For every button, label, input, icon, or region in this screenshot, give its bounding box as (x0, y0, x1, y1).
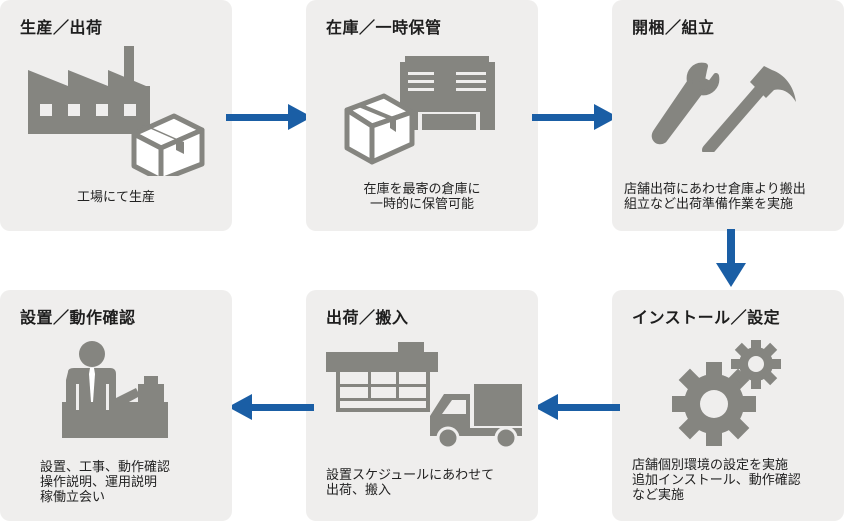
step-title: 開梱／組立 (632, 18, 715, 37)
arrow-right-icon (226, 104, 312, 130)
step-title: 在庫／一時保管 (326, 18, 442, 37)
step-description: 店舗出荷にあわせ倉庫より搬出 組立など出荷準備作業を実施 (624, 182, 806, 212)
arrow-down-icon (716, 229, 746, 287)
arrow-right-icon (532, 104, 618, 130)
desc-line: 設置スケジュールにあわせて (326, 468, 495, 483)
step-description: 設置スケジュールにあわせて 出荷、搬入 (326, 468, 494, 498)
step-title: 生産／出荷 (20, 18, 103, 37)
desc-line: 店舗個別環境の設定を実施 (632, 458, 789, 473)
desc-line: 設置、工事、動作確認 (40, 460, 171, 475)
step-storage: 在庫／一時保管 在庫を最寄の倉庫に 一時的に保管可能 (306, 0, 538, 231)
desc-line: 稼働立会い (40, 490, 106, 505)
step-title: インストール／設定 (632, 308, 781, 327)
desc-line: 操作説明、運用説明 (40, 475, 158, 490)
arrow-left-icon (534, 394, 620, 420)
warehouse-icon (344, 56, 495, 166)
arrow-left-icon (228, 394, 314, 420)
desc-line: 組立など出荷準備作業を実施 (624, 197, 794, 212)
step-title: 出荷／搬入 (326, 308, 409, 327)
step-unpack-assembly: 開梱／組立 店舗出荷にあわせ倉庫より搬出 組立など出荷準備作業を実施 (612, 0, 844, 231)
step-install-verify: 設置／動作確認 設置、工事、動作確認 操作説明、運用説明 稼働立会い (0, 290, 232, 521)
desc-line: 店舗出荷にあわせ倉庫より搬出 (624, 182, 806, 197)
step-install-setup: インストール／設定 店舗個別環境の設定を実施 追加インストール、動作確認 など実… (612, 290, 844, 521)
desc-line: 出荷、搬入 (326, 483, 392, 498)
tools-icon (651, 62, 796, 152)
step-description: 設置、工事、動作確認 操作説明、運用説明 稼働立会い (40, 460, 170, 505)
desc-line: 追加インストール、動作確認 (632, 473, 801, 488)
step-shipping-delivery: 出荷／搬入 設置スケジュールにあわせて 出荷、搬入 (306, 290, 538, 521)
truck-store-icon (326, 342, 522, 450)
factory-icon (28, 46, 205, 176)
step-production: 生産／出荷 工場にて生産 (0, 0, 232, 231)
step-description: 在庫を最寄の倉庫に 一時的に保管可能 (306, 182, 538, 212)
step-description: 工場にて生産 (0, 190, 232, 205)
step-description: 店舗個別環境の設定を実施 追加インストール、動作確認 など実施 (632, 458, 801, 503)
gears-icon (672, 340, 781, 446)
desc-line: など実施 (632, 488, 685, 503)
desc-line: 一時的に保管可能 (369, 197, 474, 212)
step-title: 設置／動作確認 (20, 308, 136, 327)
staff-register-icon (62, 341, 168, 438)
desc-line: 在庫を最寄の倉庫に (363, 182, 481, 197)
desc-line: 工場にて生産 (76, 190, 155, 205)
